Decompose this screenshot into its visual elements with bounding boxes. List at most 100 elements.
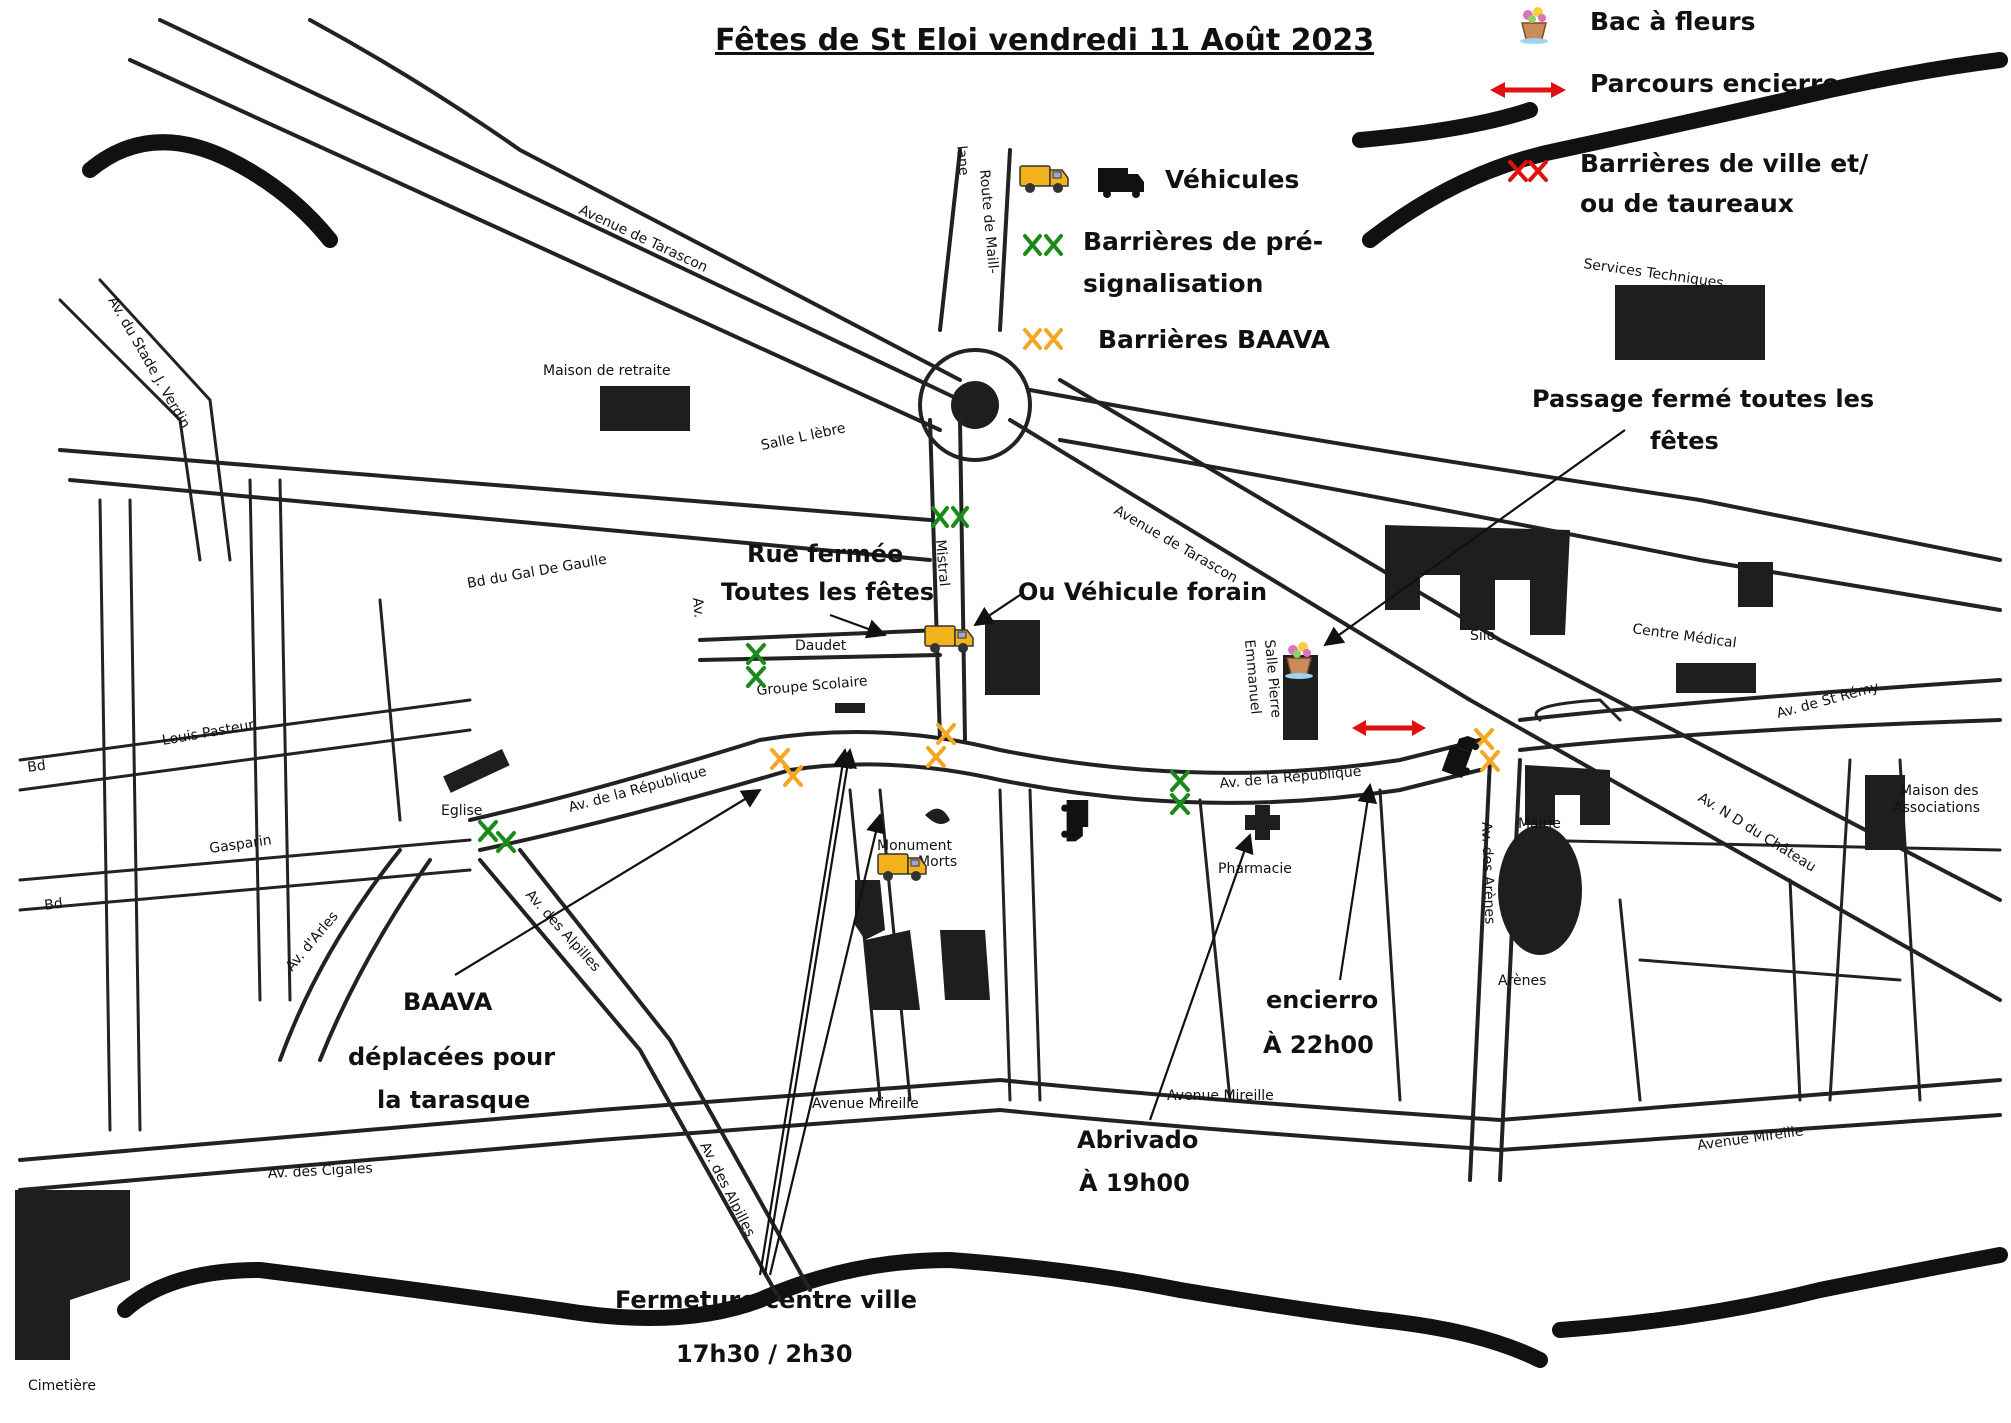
place-groupe-scolaire: Groupe Scolaire — [756, 673, 868, 699]
street-mistral: Mistral — [932, 539, 952, 587]
street-av-tarascon-2: Avenue de Tarascon — [1111, 503, 1240, 587]
silo-small-building — [1738, 562, 1773, 607]
note-vehicule-forain: Ou Véhicule forain — [1018, 578, 1267, 606]
legend-flower-label: Bac à fleurs — [1590, 7, 1756, 36]
street-av-st-remy: Av. de St Rémy — [1775, 679, 1881, 722]
note-baava-2: déplacées pour — [348, 1043, 555, 1071]
street-av-arenes: Av. des Arènes — [1478, 822, 1498, 925]
legend-red-barrier-line1: Barrières de ville et/ — [1580, 149, 1869, 178]
place-eglise: Eglise — [441, 803, 482, 819]
street-route-maillane-1: Route de Maill- — [976, 169, 1001, 274]
note-baava-1: BAAVA — [403, 988, 493, 1016]
street-av-mireille-2: Avenue Mireille — [1167, 1088, 1274, 1104]
pharmacie-cross — [1245, 805, 1280, 840]
place-silo: Silo — [1470, 628, 1495, 644]
monument-mound — [925, 808, 950, 824]
place-monument-2: Morts — [918, 854, 957, 870]
street-bd-2: Bd — [43, 896, 64, 914]
street-av-cigales: Av. des Cigales — [267, 1161, 373, 1182]
place-maison-assoc-2: Associations — [1893, 800, 1980, 816]
forain-truck-icon — [924, 625, 974, 654]
eglise-building — [443, 749, 510, 793]
black-truck-republique — [1061, 800, 1089, 842]
legend-green-barrier-line1: Barrières de pré- — [1083, 227, 1323, 256]
place-salle-pierre-2: Emmanuel — [1241, 639, 1263, 715]
street-bd-gaulle: Bd du Gal De Gaulle — [466, 552, 608, 592]
cimetiere-block — [15, 1190, 130, 1360]
ecole-block — [835, 703, 865, 713]
street-av-mireille-3: Avenue Mireille — [1696, 1123, 1804, 1154]
services-techniques-building — [1615, 285, 1765, 360]
street-gasparin: Gasparin — [208, 832, 272, 857]
note-fermeture-2: 17h30 / 2h30 — [676, 1340, 853, 1368]
place-centre-medical: Centre Médical — [1631, 621, 1737, 651]
annotations: Rue fermée Toutes les fêtes Ou Véhicule … — [348, 385, 1874, 1368]
place-maison-assoc-1: Maison des — [1900, 783, 1979, 799]
street-av-arles: Av. d'Arles — [283, 909, 342, 975]
note-encierro-2: À 22h00 — [1263, 1030, 1374, 1059]
street-av-alpilles-2: Av. des Alpilles — [696, 1140, 757, 1240]
note-abrivado-1: Abrivado — [1077, 1126, 1198, 1154]
green-barrier-icon — [1023, 234, 1063, 256]
legend-green-barrier-line2: signalisation — [1083, 269, 1263, 298]
monument-block — [855, 880, 885, 940]
map-title: Fêtes de St Eloi vendredi 11 Août 2023 — [715, 23, 1374, 58]
maison-associations-building — [1865, 775, 1905, 850]
buildings — [15, 285, 1905, 1360]
street-av-mireille-1: Avenue Mireille — [812, 1096, 919, 1112]
map-barriers — [478, 506, 1500, 853]
note-encierro-1: encierro — [1266, 986, 1378, 1014]
canals — [82, 52, 2008, 1368]
green-barrier-republique — [1170, 770, 1190, 815]
legend: Bac à fleurs Parcours encierro Barrières… — [1019, 6, 1869, 354]
legend-vehicles-label: Véhicules — [1165, 165, 1299, 194]
maison-retraite-building — [600, 386, 690, 431]
note-rue-fermee-1: Rue fermée — [747, 540, 903, 568]
place-monument-1: Monument — [877, 838, 953, 854]
orange-barrier-baava-1 — [770, 748, 803, 787]
monument-truck-icon — [877, 853, 927, 882]
street-av-republique-2: Av. de la République — [1219, 764, 1362, 792]
note-passage-ferme-2: fêtes — [1650, 427, 1719, 455]
green-barrier-daudet — [746, 643, 766, 688]
street-louis-pasteur: Louis Pasteur — [161, 717, 256, 749]
legend-encierro-label: Parcours encierro — [1590, 69, 1840, 98]
note-passage-ferme-1: Passage fermé toutes les — [1532, 385, 1874, 413]
place-pharmacie: Pharmacie — [1218, 861, 1292, 877]
red-barrier-icon — [1508, 160, 1548, 182]
encierro-route-arrow — [1352, 720, 1426, 736]
monument-block-3 — [940, 930, 990, 1000]
double-arrow-icon — [1490, 82, 1566, 98]
street-daudet: Daudet — [795, 638, 847, 654]
mistral-building — [985, 620, 1040, 695]
green-barrier-eglise — [478, 820, 516, 853]
callout-arrows — [454, 429, 1626, 1276]
place-mairie: Mairie — [1518, 816, 1561, 832]
silo-building — [1385, 525, 1570, 635]
place-salle-lebre: Salle L lèbre — [760, 420, 847, 454]
note-fermeture-1: Fermeture centre ville — [615, 1286, 917, 1314]
orange-barrier-icon — [1023, 328, 1063, 350]
street-av-alpilles-1: Av. des Alpilles — [522, 887, 604, 975]
note-abrivado-2: À 19h00 — [1079, 1168, 1190, 1197]
monument-block-2 — [865, 930, 920, 1010]
yellow-truck-icon — [1019, 165, 1069, 194]
place-cimetiere: Cimetière — [28, 1378, 96, 1394]
street-route-maillane-2: lane — [953, 145, 972, 176]
place-maison-retraite: Maison de retraite — [543, 363, 671, 379]
flower-pot-icon — [1519, 6, 1549, 45]
green-barrier-mistral — [931, 506, 969, 528]
place-salle-pierre-1: Salle Pierre — [1261, 639, 1284, 719]
orange-barrier-mistral — [926, 723, 956, 768]
note-rue-fermee-2: Toutes les fêtes — [721, 578, 934, 606]
legend-orange-barrier-label: Barrières BAAVA — [1098, 325, 1331, 354]
street-av: Av. — [689, 597, 707, 619]
black-truck-icon — [1098, 168, 1144, 198]
centre-medical-building — [1676, 663, 1756, 693]
mairie-building — [1525, 765, 1610, 825]
roads — [18, 18, 2002, 1302]
orange-barrier-east — [1474, 728, 1500, 772]
note-baava-3: la tarasque — [377, 1086, 530, 1114]
street-bd-1: Bd — [26, 758, 47, 776]
